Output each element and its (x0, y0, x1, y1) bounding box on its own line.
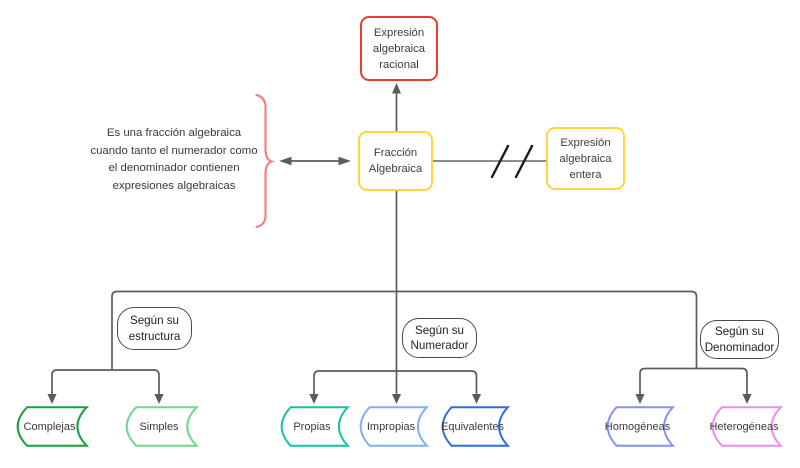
node-expresion-entera[interactable]: Expresión algebraica entera (546, 127, 625, 190)
leaf-label: Equivalentes (441, 420, 504, 433)
leaf-label: Heterogéneas (709, 420, 779, 433)
scroll-shape-icon (125, 406, 200, 447)
leaf-label: Complejas (23, 420, 76, 433)
scroll-shape-icon (441, 406, 511, 447)
leaf-heterogeneas[interactable]: Heterogéneas (709, 406, 784, 447)
branch-label: Según su estructura (128, 314, 181, 343)
branch-label: Según su Denominador (704, 325, 775, 354)
node-label: Expresión algebraica entera (559, 136, 612, 181)
branch-segun-su-numerador[interactable]: Según su Numerador (402, 318, 477, 358)
leaf-simples[interactable]: Simples (125, 406, 200, 447)
leaf-impropias[interactable]: Impropias (359, 406, 430, 447)
arrowheads (47, 83, 752, 404)
branch-segun-su-estructura[interactable]: Según su estructura (117, 307, 192, 350)
scroll-shape-icon (359, 406, 430, 447)
node-label: Fracción Algebraica (368, 147, 423, 175)
leaf-propias[interactable]: Propias (280, 406, 351, 447)
node-expresion-racional[interactable]: Expresión algebraica racional (360, 16, 438, 81)
leaf-equivalentes[interactable]: Equivalentes (441, 406, 511, 447)
leaf-complejas[interactable]: Complejas (16, 406, 90, 447)
leaf-label: Propias (293, 420, 331, 433)
leaf-homogeneas[interactable]: Homogéneas (604, 406, 676, 447)
scroll-shape-icon (16, 406, 90, 447)
node-fraccion-algebraica[interactable]: Fracción Algebraica (358, 131, 433, 191)
leaf-label: Impropias (366, 420, 416, 433)
branch-segun-su-denominador[interactable]: Según su Denominador (700, 320, 779, 359)
definition-note: Es una fracción algebraica cuando tanto … (90, 127, 258, 192)
branch-label: Según su Numerador (410, 323, 469, 353)
curly-brace-icon (255, 93, 275, 229)
crossout-slashes-icon (490, 144, 534, 179)
leaf-label: Simples (139, 420, 179, 433)
node-label: Expresión algebraica racional (372, 26, 426, 71)
scroll-shape-icon (606, 406, 676, 447)
scroll-shape-icon (280, 406, 351, 447)
leaf-label: Homogéneas (604, 420, 671, 433)
tree-lines (51, 91, 748, 397)
scroll-shape-icon (711, 406, 784, 447)
